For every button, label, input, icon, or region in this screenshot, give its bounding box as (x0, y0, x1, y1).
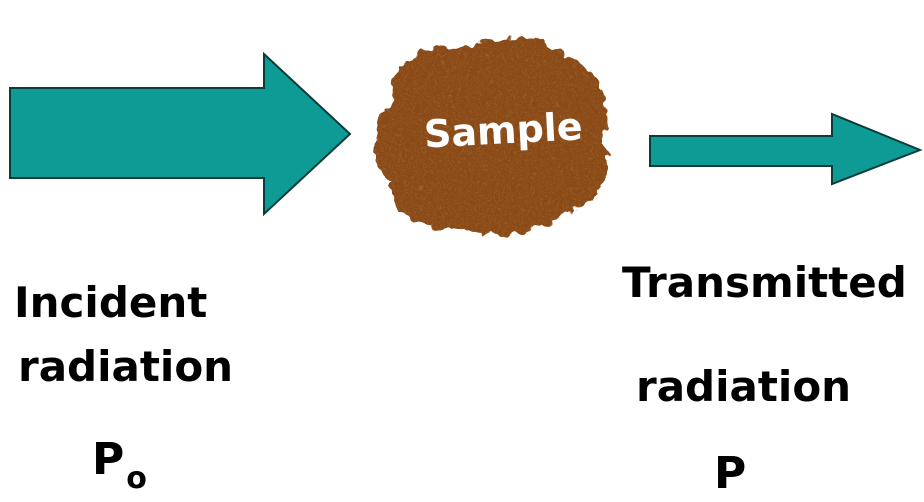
transmitted-arrow (649, 112, 923, 186)
incident-power-symbol: Po (92, 438, 147, 494)
incident-label-line2: radiation (18, 342, 234, 391)
incident-arrow-shape (9, 52, 352, 217)
transmitted-arrow-shape (649, 112, 923, 186)
incident-symbol-letter: P (92, 434, 125, 485)
sample-label: Sample (423, 104, 584, 156)
transmitted-power-symbol: P (714, 448, 747, 499)
incident-arrow (9, 52, 352, 217)
incident-symbol-subscript: o (126, 461, 147, 496)
sample-blob: Sample (374, 37, 609, 236)
incident-label-line1: Incident (14, 278, 208, 327)
transmitted-label-line1: Transmitted (622, 258, 907, 307)
transmitted-label-line2: radiation (636, 362, 852, 411)
